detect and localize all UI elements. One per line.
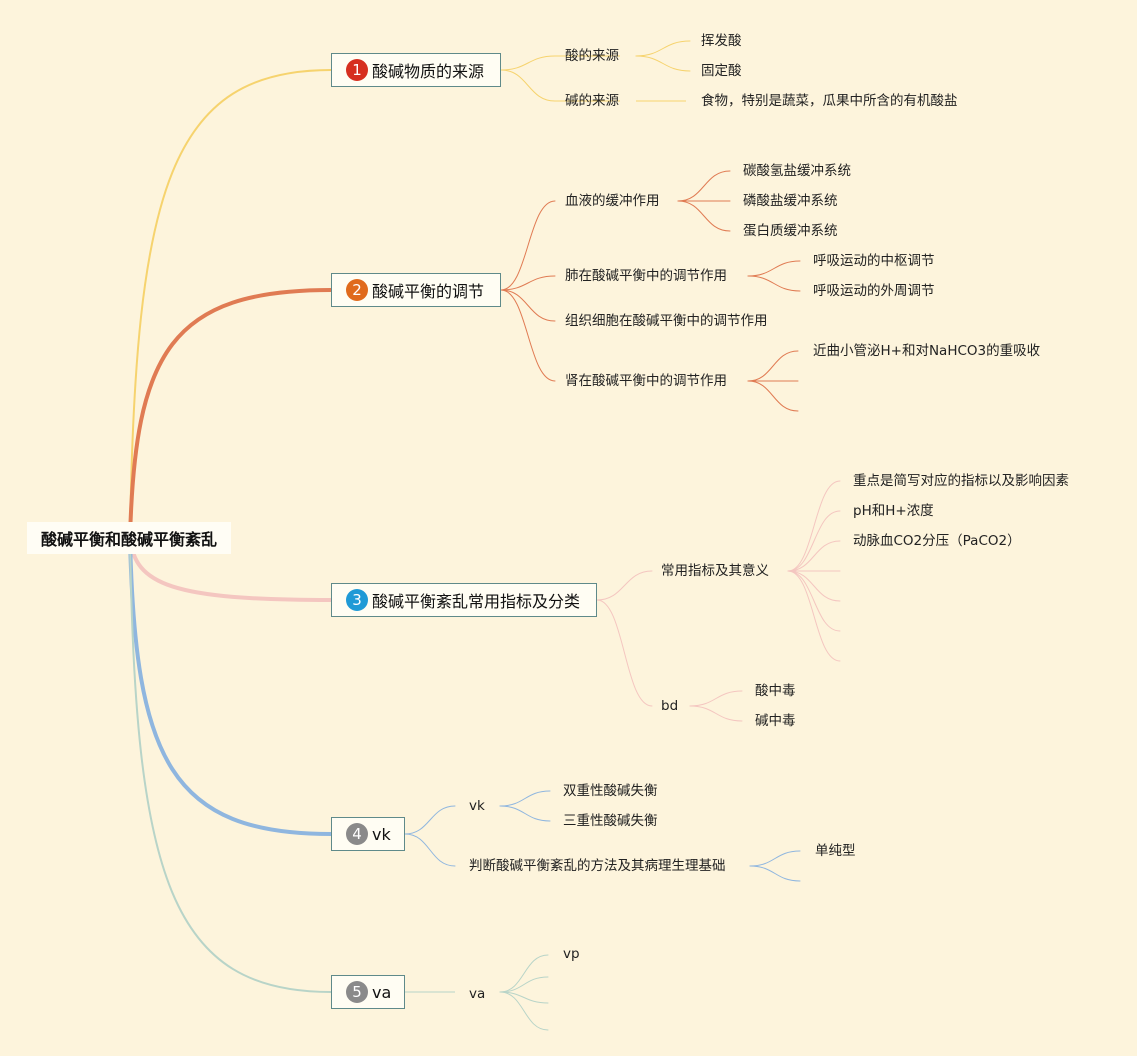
root-to-branch-2-line xyxy=(128,288,333,540)
leaf-double-disorder[interactable]: 双重性酸碱失衡 xyxy=(563,783,658,799)
b5-va-leaf1-line xyxy=(499,954,549,993)
b3-bd-leaf1-line xyxy=(689,690,743,707)
root-topic[interactable]: 酸碱平衡和酸碱平衡紊乱 xyxy=(27,522,231,554)
leaf-simple-type[interactable]: 单纯型 xyxy=(815,843,856,859)
subtopic-bd[interactable]: bd xyxy=(661,698,679,714)
leaf-food-organic-salt[interactable]: 食物，特别是蔬菜，瓜果中所含的有机酸盐 xyxy=(701,93,958,109)
leaf-ph-h-concentration[interactable]: pH和H+浓度 xyxy=(853,503,934,519)
branch-3-disorder-indicators[interactable]: 3 酸碱平衡紊乱常用指标及分类 xyxy=(331,583,597,617)
leaf-acidosis[interactable]: 酸中毒 xyxy=(755,683,796,699)
b4-vk-leaf2-line xyxy=(499,805,551,822)
branch-1-acid-base-sources[interactable]: 1 酸碱物质的来源 xyxy=(331,53,501,87)
b3-sub2-line xyxy=(596,599,653,707)
b2-sub4-line xyxy=(500,289,556,382)
leaf-bicarbonate-buffer[interactable]: 碳酸氢盐缓冲系统 xyxy=(743,163,851,179)
root-to-branch-5-line xyxy=(129,537,332,993)
branch-5-label: va xyxy=(372,982,392,1002)
b5-va-leaf4-line xyxy=(499,991,549,1031)
b4-method-leaf2-line xyxy=(749,865,801,882)
number-4-badge-icon: 4 xyxy=(346,823,368,845)
subtopic-common-indicators[interactable]: 常用指标及其意义 xyxy=(661,563,769,579)
b2-sub1-line xyxy=(500,200,556,291)
subtopic-base-source[interactable]: 碱的来源 xyxy=(565,93,619,109)
root-to-branch-4-line xyxy=(128,536,333,836)
b2-lung-leaf2-line xyxy=(747,275,801,292)
subtopic-lung-regulation[interactable]: 肺在酸碱平衡中的调节作用 xyxy=(565,268,727,284)
leaf-phosphate-buffer[interactable]: 磷酸盐缓冲系统 xyxy=(743,193,838,209)
b1-leaf1-line xyxy=(635,40,691,57)
leaf-volatile-acid[interactable]: 挥发酸 xyxy=(701,33,742,49)
leaf-protein-buffer[interactable]: 蛋白质缓冲系统 xyxy=(743,223,838,239)
branch-2-acid-base-regulation[interactable]: 2 酸碱平衡的调节 xyxy=(331,273,501,307)
number-1-badge-icon: 1 xyxy=(346,59,368,81)
subtopic-acid-source[interactable]: 酸的来源 xyxy=(565,48,619,64)
number-5-badge-icon: 5 xyxy=(346,981,368,1003)
leaf-fixed-acid[interactable]: 固定酸 xyxy=(701,63,742,79)
branch-3-label: 酸碱平衡紊乱常用指标及分类 xyxy=(372,592,581,611)
b4-sub1-line xyxy=(404,805,456,835)
b4-vk-leaf1-line xyxy=(499,790,551,807)
leaf-key-points[interactable]: 重点是简写对应的指标以及影响因素 xyxy=(853,473,1069,489)
leaf-peripheral-regulation[interactable]: 呼吸运动的外周调节 xyxy=(813,283,935,299)
branch-5-va[interactable]: 5 va xyxy=(331,975,405,1009)
b3-indicator-leaf6-line xyxy=(787,570,841,632)
branch-2-label: 酸碱平衡的调节 xyxy=(372,282,485,301)
branch-4-vk[interactable]: 4 vk xyxy=(331,817,405,851)
b3-indicator-leaf3-line xyxy=(787,540,841,572)
b1-sub2-line xyxy=(500,69,556,102)
b3-sub1-line xyxy=(596,570,653,601)
b2-sub3-line xyxy=(500,289,556,322)
b1-sub1-line xyxy=(500,55,556,71)
b2-lung-leaf1-line xyxy=(747,260,801,277)
subtopic-tissue-cell-regulation[interactable]: 组织细胞在酸碱平衡中的调节作用 xyxy=(565,313,768,329)
b2-sub2-line xyxy=(500,275,556,291)
subtopic-vk[interactable]: vk xyxy=(469,798,485,814)
number-2-badge-icon: 2 xyxy=(346,279,368,301)
leaf-central-regulation[interactable]: 呼吸运动的中枢调节 xyxy=(813,253,935,269)
b5-va-leaf2-line xyxy=(499,976,549,993)
number-3-badge-icon: 3 xyxy=(346,589,368,611)
leaf-proximal-tubule[interactable]: 近曲小管泌H+和对NaHCO3的重吸收 xyxy=(813,343,1041,359)
subtopic-va[interactable]: va xyxy=(469,986,486,1002)
root-to-branch-3-line xyxy=(128,536,333,602)
subtopic-blood-buffer[interactable]: 血液的缓冲作用 xyxy=(565,193,660,209)
b2-kidney-leaf1-line xyxy=(747,350,799,382)
branch-4-label: vk xyxy=(372,824,391,844)
b2-kidney-leaf3-line xyxy=(747,380,799,412)
leaf-triple-disorder[interactable]: 三重性酸碱失衡 xyxy=(563,813,658,829)
branch-1-label: 酸碱物质的来源 xyxy=(372,62,485,81)
root-to-branch-1-line xyxy=(129,69,332,539)
b1-leaf2-line xyxy=(635,55,691,72)
b2-blood-leaf3-line xyxy=(677,200,731,232)
subtopic-kidney-regulation[interactable]: 肾在酸碱平衡中的调节作用 xyxy=(565,373,727,389)
b3-bd-leaf2-line xyxy=(689,705,743,722)
b3-indicator-leaf5-line xyxy=(787,570,841,602)
leaf-paco2[interactable]: 动脉血CO2分压（PaCO2） xyxy=(853,533,1021,549)
b4-method-leaf1-line xyxy=(749,850,801,867)
b3-indicator-leaf1-line xyxy=(787,480,841,572)
b2-blood-leaf1-line xyxy=(677,170,731,202)
leaf-vp[interactable]: vp xyxy=(563,946,580,962)
subtopic-diagnosis-method[interactable]: 判断酸碱平衡紊乱的方法及其病理生理基础 xyxy=(469,858,726,874)
b3-indicator-leaf7-line xyxy=(787,570,841,662)
b3-indicator-leaf2-line xyxy=(787,510,841,572)
b4-sub2-line xyxy=(404,833,456,867)
leaf-alkalosis[interactable]: 碱中毒 xyxy=(755,713,796,729)
